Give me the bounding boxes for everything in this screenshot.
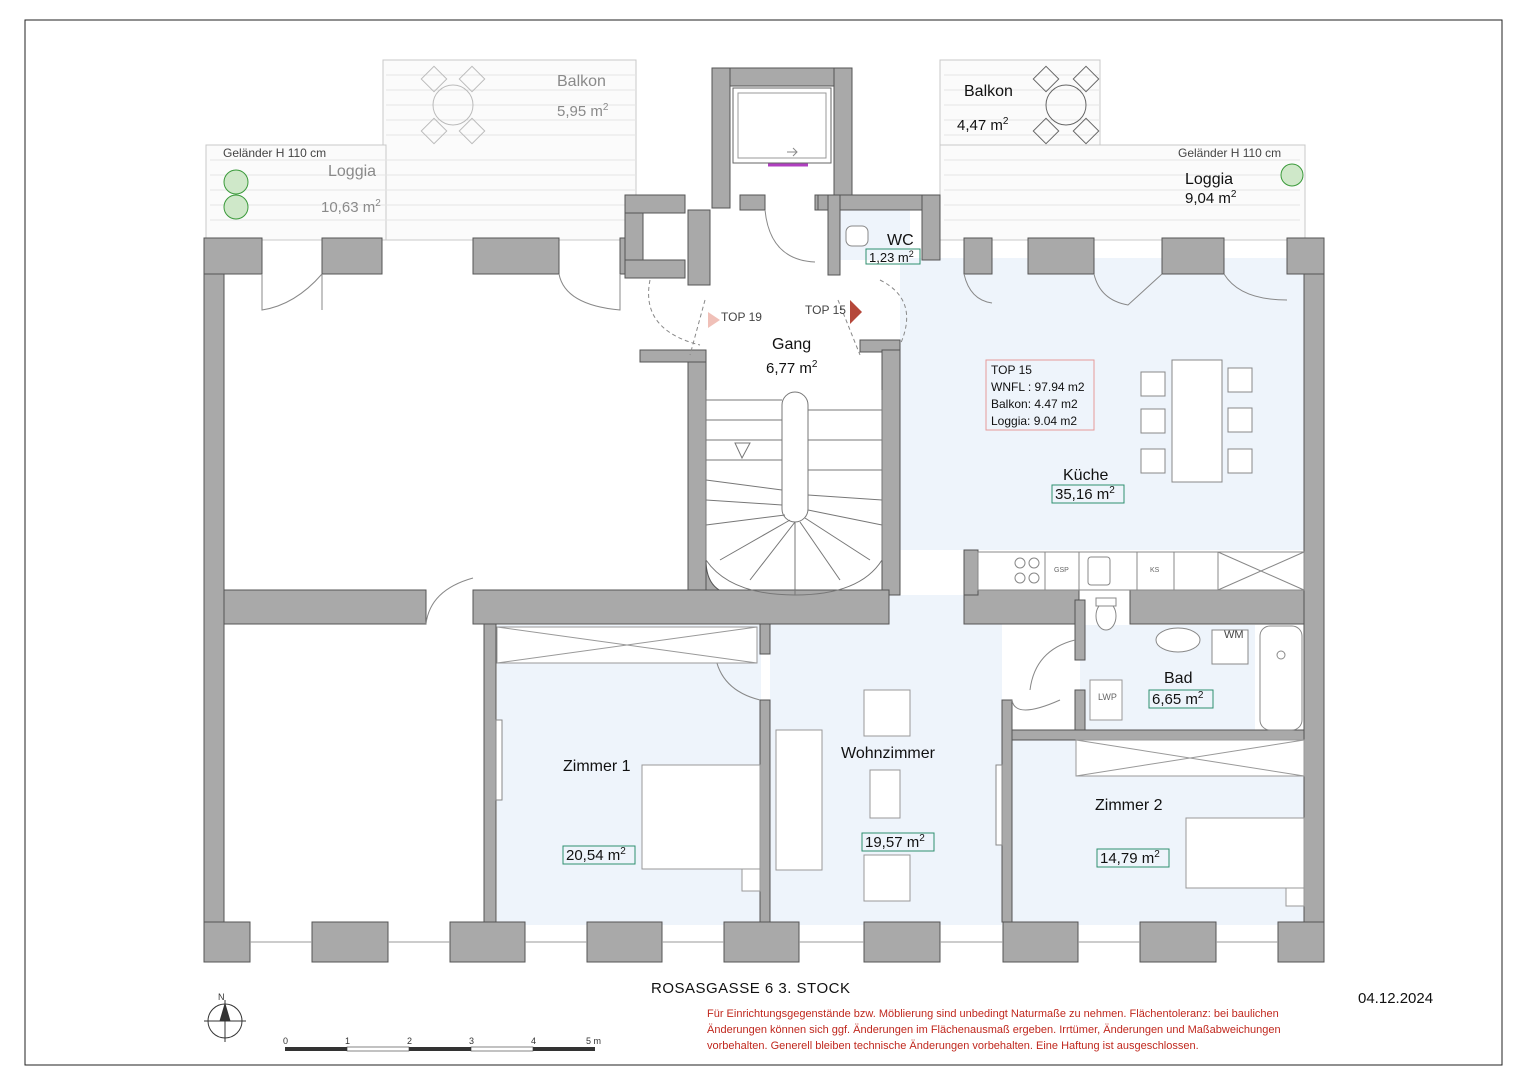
wc-name: WC (887, 232, 914, 249)
wohnzimmer-area: 19,57 m2 (865, 833, 925, 851)
balkon-left-name: Balkon (557, 73, 606, 90)
bad-area-box (1148, 689, 1214, 709)
zimmer2-area: 14,79 m2 (1100, 849, 1160, 867)
balkon-right-name: Balkon (964, 83, 1013, 100)
lwp-label: LWP (1098, 692, 1117, 702)
scale-tick-4: 4 (531, 1036, 536, 1046)
radiators (495, 719, 1003, 846)
north-arrow-icon (204, 1000, 246, 1042)
disclaimer-line-2: Änderungen können sich ggf. Änderungen i… (707, 1024, 1281, 1036)
balcony-left (205, 59, 637, 241)
unit-info-line-1: TOP 15 (991, 363, 1032, 377)
gsp-label: GSP (1054, 567, 1069, 574)
unit-info-line-2: WNFL : 97.94 m2 (991, 380, 1085, 394)
door-marker-icon (850, 300, 862, 324)
bad-name: Bad (1164, 670, 1192, 687)
doors (261, 209, 1288, 711)
zimmer1-area-box (562, 845, 636, 865)
wm-label: WM (1224, 629, 1244, 641)
kueche-area-box (1051, 484, 1125, 504)
address-title: ROSASGASSE 6 3. STOCK (651, 980, 850, 997)
railing-label-left: Geländer H 110 cm (223, 146, 326, 160)
bad-area: 6,65 m2 (1152, 690, 1204, 708)
scale-bar (285, 1046, 595, 1052)
loggia-right-name: Loggia (1185, 171, 1233, 188)
zimmer1-area: 20,54 m2 (566, 846, 626, 864)
wohnzimmer-name: Wohnzimmer (841, 745, 936, 762)
loggia-left-name: Loggia (328, 163, 376, 180)
lift (732, 87, 832, 167)
balkon-left-area: 5,95 m2 (557, 102, 609, 120)
scale-tick-3: 3 (469, 1036, 474, 1046)
disclaimer-line-1: Für Einrichtungsgegenstände bzw. Möblier… (707, 1008, 1279, 1020)
gang-area: 6,77 m2 (766, 359, 818, 377)
scale-tick-2: 2 (407, 1036, 412, 1046)
page-frame (24, 19, 1503, 1066)
bedroom-furniture (496, 626, 1305, 907)
wc-area-box (865, 248, 921, 265)
zimmer2-name: Zimmer 2 (1095, 797, 1163, 814)
scale-tick-0: 0 (283, 1036, 288, 1046)
scale-tick-1: 1 (345, 1036, 350, 1046)
table-chairs-icon (420, 65, 486, 145)
zimmer2-area-box (1096, 848, 1170, 868)
north-label: N (218, 992, 225, 1002)
walls (203, 67, 1325, 963)
railing-label-right: Geländer H 110 cm (1178, 146, 1281, 160)
top19-label: TOP 19 (721, 310, 762, 324)
wohnzimmer-area-box (861, 832, 935, 852)
bathroom-fixtures (845, 225, 1303, 731)
loggia-left-area: 10,63 m2 (321, 198, 381, 216)
balkon-right-area: 4,47 m2 (957, 116, 1009, 134)
staircase (705, 390, 883, 596)
unit-info-line-3: Balkon: 4.47 m2 (991, 397, 1078, 411)
unit-info-line-4: Loggia: 9.04 m2 (991, 414, 1077, 428)
top15-label: TOP 15 (805, 303, 846, 317)
scale-tick-5: 5 m (586, 1036, 601, 1046)
zimmer1-name: Zimmer 1 (563, 758, 631, 775)
gang-name: Gang (772, 336, 811, 353)
ks-label: KS (1150, 567, 1160, 574)
loggia-right-area: 9,04 m2 (1185, 189, 1237, 207)
kueche-name: Küche (1063, 467, 1108, 484)
disclaimer-line-3: vorbehalten. Generell bleiben technische… (707, 1040, 1199, 1052)
plan-date: 04.12.2024 (1358, 990, 1433, 1007)
wc-area: 1,23 m2 (869, 249, 914, 265)
door-marker-icon (708, 312, 720, 328)
kitchen-furniture (977, 359, 1305, 591)
kueche-area: 35,16 m2 (1055, 485, 1115, 503)
unit-info-box (985, 359, 1095, 431)
balcony-right (939, 59, 1306, 241)
table-chairs-icon (1032, 65, 1100, 145)
plant-icon (223, 163, 1304, 220)
